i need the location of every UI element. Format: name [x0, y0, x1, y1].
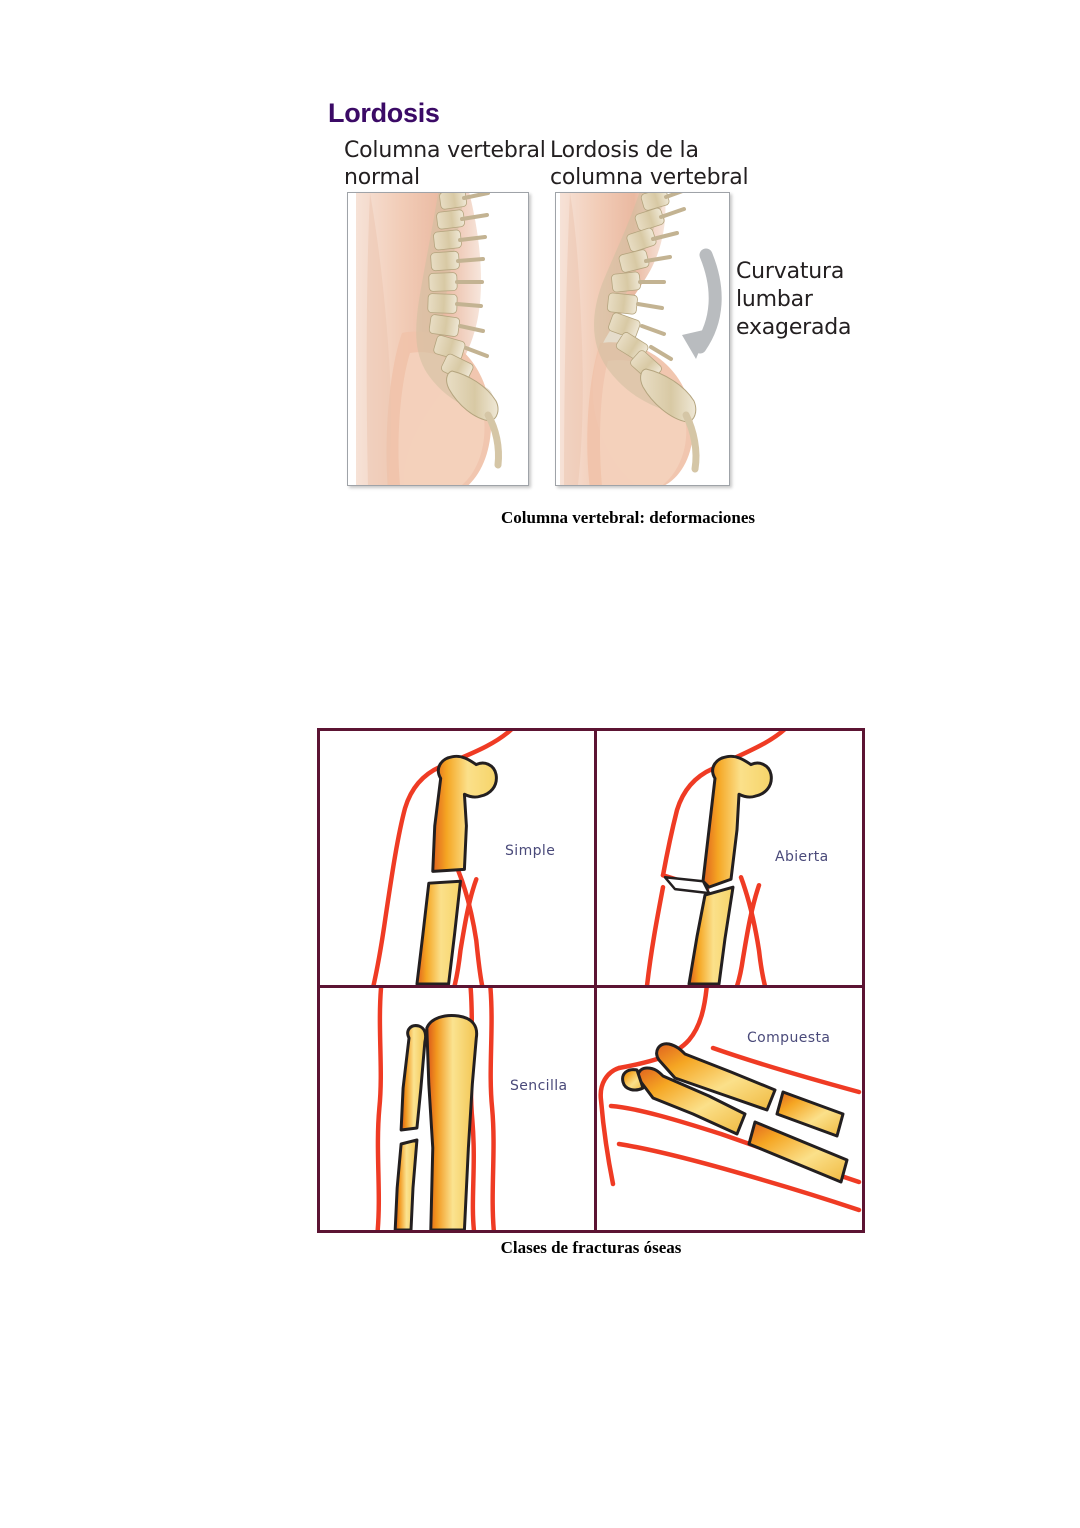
fracture-abierta-illustration	[597, 731, 862, 985]
fracture-label-compuesta: Compuesta	[747, 1030, 831, 1046]
fracture-sencilla-illustration	[320, 988, 594, 1230]
spine-lordosis-label-line2: columna vertebral	[550, 164, 749, 190]
fracture-label-sencilla: Sencilla	[510, 1078, 568, 1094]
spine-normal-label-line1: Columna vertebral	[344, 138, 546, 163]
lordosis-title: Lordosis	[328, 98, 440, 128]
curvature-arrow-icon	[682, 248, 722, 359]
fracture-cell-compuesta: Compuesta	[597, 988, 862, 1230]
fracture-simple-illustration	[320, 731, 594, 985]
spine-normal-label: Columna vertebral normal	[344, 138, 554, 192]
spine-figure-caption: Columna vertebral: deformaciones	[500, 508, 755, 527]
fracture-label-simple: Simple	[505, 843, 556, 859]
spine-lordosis-illustration	[556, 193, 729, 485]
bone-fracture-figure: Simple	[317, 728, 865, 1233]
spine-lordosis-image	[555, 192, 730, 486]
fracture-cell-abierta: Abierta	[597, 731, 862, 988]
spine-normal-label-line2: normal	[344, 164, 420, 190]
lordosis-figure: Lordosis Columna vertebral normal Lordos…	[328, 98, 928, 528]
curvatura-line1: Curvatura	[736, 259, 845, 284]
fracture-figure-caption: Clases de fracturas óseas	[500, 1238, 682, 1257]
fracture-cell-simple: Simple	[320, 731, 597, 988]
curvatura-annotation: Curvatura lumbar exagerada	[736, 258, 916, 342]
fracture-cell-sencilla: Sencilla	[320, 988, 597, 1230]
curvatura-line3: exagerada	[736, 315, 852, 341]
spine-normal-image	[347, 192, 529, 486]
curvatura-line2: lumbar	[736, 287, 813, 313]
spine-normal-illustration	[348, 193, 528, 485]
spine-lordosis-label: Lordosis de la columna vertebral	[550, 138, 770, 192]
spine-lordosis-label-line1: Lordosis de la	[550, 138, 699, 163]
fracture-label-abierta: Abierta	[775, 849, 829, 865]
fracture-compuesta-illustration	[597, 988, 862, 1230]
